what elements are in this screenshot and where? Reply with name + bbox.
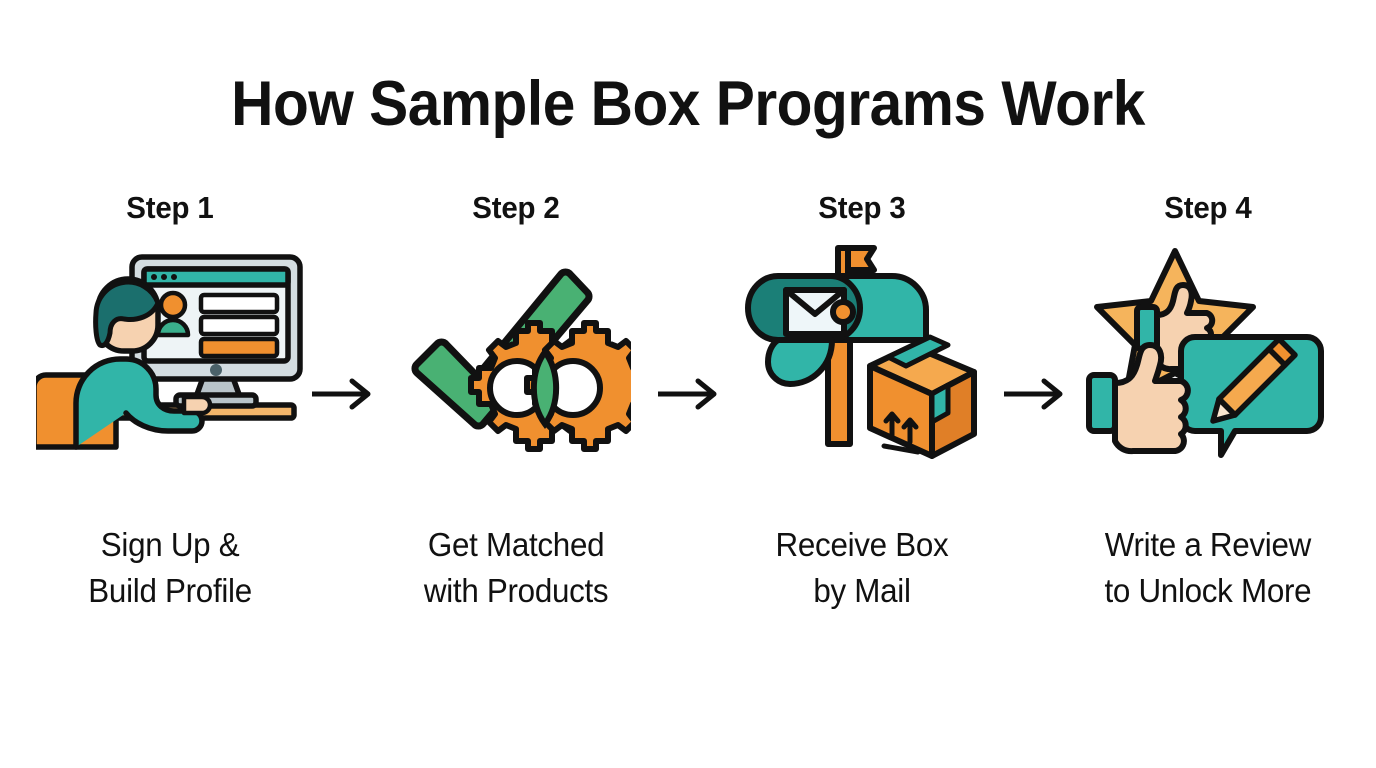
person-at-computer-signup-icon [30,238,310,466]
mailbox-package-icon [722,238,1002,466]
arrow-right-icon [1002,190,1068,410]
step-caption-4: Write a Review to Unlock More [1104,526,1312,609]
step-caption-1: Sign Up & Build Profile [88,526,252,609]
step-card-3: Step 3 [722,190,1002,613]
step-label-1: Step 1 [126,190,214,225]
step-label-4: Step 4 [1164,190,1252,225]
arrow-right-icon [656,190,722,410]
step-card-4: Step 4 [1068,190,1348,613]
step-caption-3: Receive Box by Mail [775,526,949,609]
checkmark-gears-icon [376,238,656,466]
arrow-right-icon [310,190,376,410]
step-card-1: Step 1 [30,190,310,613]
step-caption-2: Get Matched with Products [423,526,609,609]
step-label-2: Step 2 [472,190,560,225]
step-label-3: Step 3 [818,190,906,225]
page-title: How Sample Box Programs Work [231,69,1145,139]
step-card-2: Step 2 [376,190,656,613]
star-thumbsup-review-icon [1068,238,1348,466]
steps-row: Step 1 [30,190,1346,620]
